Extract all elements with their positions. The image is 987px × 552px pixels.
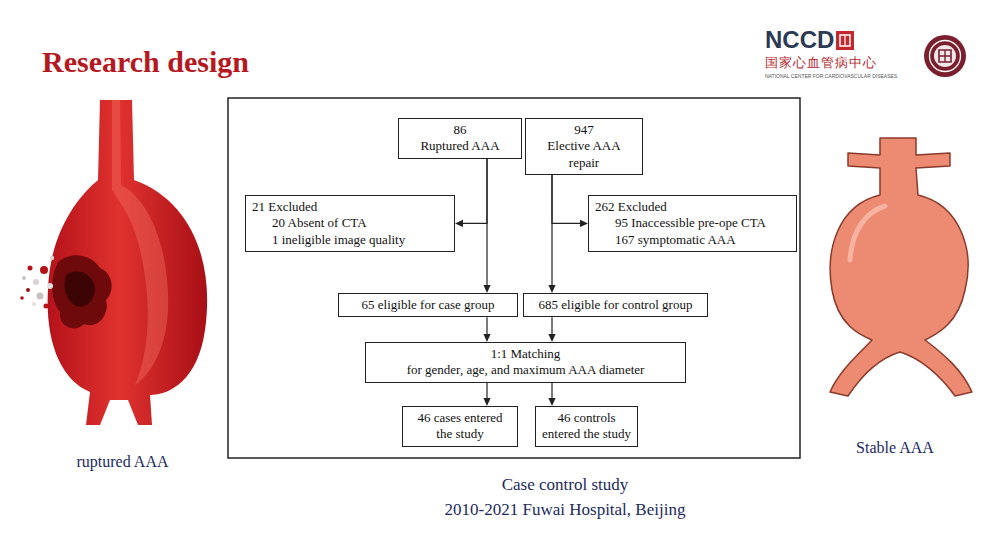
- box-text: 20 Absent of CTA: [252, 215, 448, 231]
- flow-arrow: [552, 175, 588, 227]
- eligible-box: 685 eligible for control group: [523, 293, 708, 317]
- logo-wordmark: NCCD: [765, 27, 834, 53]
- box-text: 46 cases entered the study: [409, 410, 511, 443]
- matching-box: 1:1 Matchingfor gender, age, and maximum…: [365, 342, 686, 383]
- box-text: 95 Inaccessible pre-ope CTA: [595, 215, 790, 231]
- box-text: Ruptured AAA: [405, 138, 515, 154]
- hospital-emblem: [924, 35, 966, 77]
- arrow-head: [548, 334, 555, 342]
- flow-line: [551, 317, 552, 336]
- flow-arrow: [483, 383, 490, 407]
- figure-label: ruptured AAA: [35, 452, 210, 473]
- box-text: 685 eligible for control group: [530, 297, 701, 313]
- box-text: 262 Excluded: [595, 199, 790, 215]
- stable-aaa-figure: [830, 138, 972, 396]
- flow-arrow: [483, 317, 490, 342]
- flow-line: [486, 383, 487, 401]
- box-text: for gender, age, and maximum AAA diamete…: [372, 362, 679, 378]
- exclusion-box: 262 Excluded95 Inaccessible pre-ope CTA1…: [588, 195, 797, 252]
- flow-line: [552, 175, 582, 224]
- ruptured-aaa-figure: [20, 100, 207, 425]
- logo-english-name: NATIONAL CENTER FOR CARDIOVASCULAR DISEA…: [765, 73, 897, 79]
- box-text: Elective AAA repair: [532, 138, 636, 171]
- box-text: 1:1 Matching: [372, 346, 679, 362]
- nccd-logo-icon: [836, 31, 854, 50]
- flow-arrow: [548, 317, 555, 342]
- arrow-head: [483, 285, 490, 293]
- eligible-box: 65 eligible for case group: [338, 293, 518, 317]
- flow-arrow: [455, 159, 487, 227]
- logo-chinese-name: 国家心血管病中心: [765, 55, 877, 70]
- result-box: 46 cases entered the study: [402, 406, 518, 447]
- arrow-head: [548, 285, 555, 293]
- source-box: 947Elective AAA repair: [525, 118, 643, 175]
- slide-title: Research design: [42, 44, 249, 80]
- arrow-head: [548, 398, 555, 406]
- flow-line: [551, 383, 552, 401]
- exclusion-box: 21 Excluded20 Absent of CTA1 ineligible …: [245, 195, 455, 252]
- flowchart-frame: [228, 98, 800, 458]
- source-box: 86Ruptured AAA: [398, 118, 522, 159]
- result-box: 46 controls entered the study: [535, 406, 638, 447]
- arrow-head: [455, 220, 463, 227]
- box-text: 947: [532, 122, 636, 138]
- study-setting: 2010-2021 Fuwai Hospital, Beijing: [380, 499, 750, 521]
- box-text: 65 eligible for case group: [345, 297, 511, 313]
- box-text: 1 ineligible image quality: [252, 232, 448, 248]
- arrow-head: [483, 334, 490, 342]
- flow-line: [461, 159, 487, 224]
- box-text: 21 Excluded: [252, 199, 448, 215]
- study-caption: Case control study: [400, 474, 730, 496]
- flow-arrow: [548, 383, 555, 407]
- arrow-head: [483, 398, 490, 406]
- figure-label: Stable AAA: [815, 438, 975, 459]
- box-text: 86: [405, 122, 515, 138]
- box-text: 167 symptomatic AAA: [595, 232, 790, 248]
- box-text: 46 controls entered the study: [542, 410, 631, 443]
- flow-line: [486, 317, 487, 336]
- arrow-head: [580, 220, 588, 227]
